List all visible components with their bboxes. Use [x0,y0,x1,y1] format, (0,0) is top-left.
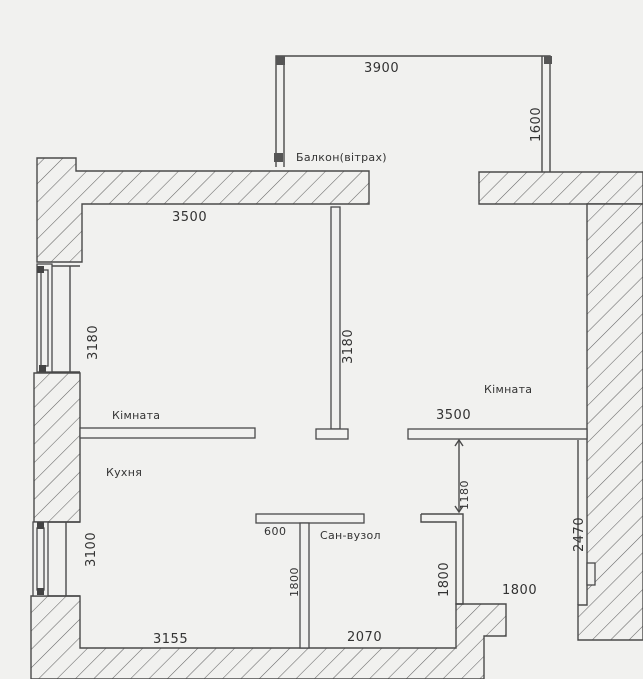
label-bathroom: Сан-вузол [320,529,381,542]
wall-left-middle [33,372,81,523]
dim-gap-vertical: 1180 [458,480,471,510]
dim-room-right-width: 3500 [436,408,471,423]
dimension-arrow [454,438,464,514]
partition-right [407,428,588,440]
dim-top-wall: 3500 [172,210,207,225]
interior-partitions [79,206,596,649]
window-mark [39,365,46,372]
partition-left [79,427,256,439]
window-lower [32,521,80,597]
bathroom-divider [299,522,310,649]
window-mark [37,588,44,595]
dim-corridor-wall: 1800 [437,562,452,597]
balcony-corner-post [274,153,283,162]
partition-center [330,206,341,430]
dim-bath-block: 600 [264,525,287,538]
wall-top-left [36,157,370,263]
balcony-corner-post [544,56,552,64]
dim-bottom-mid: 2070 [347,630,382,645]
bathroom-top-wall [255,513,365,524]
dim-bath-partition: 1800 [288,567,301,597]
window-mark [37,266,44,273]
balcony [274,55,552,172]
window-upper [36,263,80,373]
dim-corridor-width: 1800 [502,583,537,598]
label-room-left: Кімната [112,409,160,422]
wall-top-right [478,171,643,205]
dim-left-wall-lower: 3100 [84,532,99,567]
balcony-corner-post [276,56,285,65]
dim-right-wall: 2470 [572,517,587,552]
window-mark [37,522,44,529]
dim-partition-center: 3180 [341,329,356,364]
partition-center-base [315,428,349,440]
corridor-wall [420,513,464,605]
dim-left-wall-upper: 3180 [86,325,101,360]
dim-bottom-left: 3155 [153,632,188,647]
dim-balcony-width: 3900 [364,61,399,76]
label-kitchen: Кухня [106,466,142,479]
label-room-right: Кімната [484,383,532,396]
right-wall-niche [586,562,596,586]
wall-right [577,203,643,641]
label-balcony: Балкон(вітрах) [296,151,387,164]
wall-bottom [30,595,507,679]
dim-balcony-depth: 1600 [529,107,544,142]
